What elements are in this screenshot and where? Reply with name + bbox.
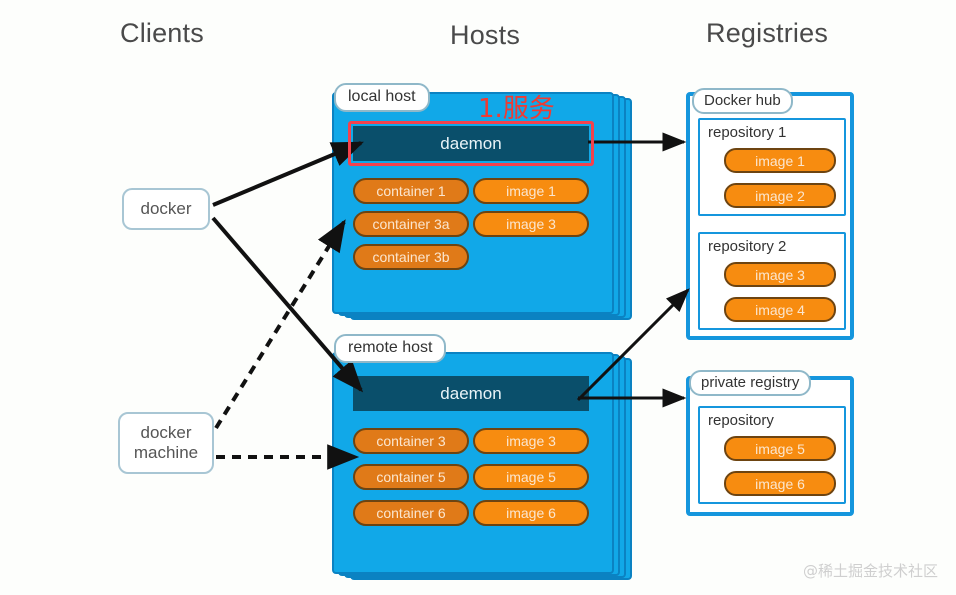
watermark: @稀土掘金技术社区 [802, 562, 938, 580]
column-title-clients: Clients [120, 18, 204, 48]
container-pill[interactable]: container 5 [353, 464, 469, 490]
registry-private-label: private registry [689, 370, 812, 396]
container-pill[interactable]: container 1 [353, 178, 469, 204]
repository-title: repository 2 [708, 238, 787, 255]
client-docker-machine-label-line1: docker [140, 423, 192, 443]
repository-image[interactable]: image 6 [724, 471, 836, 496]
container-pill[interactable]: container 3 [353, 428, 469, 454]
repository-title: repository 1 [708, 124, 787, 141]
repository-box[interactable]: repository image 5 image 6 [698, 406, 846, 504]
image-pill[interactable]: image 3 [473, 211, 589, 237]
host-remote[interactable]: daemon container 3 container 5 container… [332, 352, 632, 580]
container-pill[interactable]: container 3a [353, 211, 469, 237]
repository-image[interactable]: image 2 [724, 183, 836, 208]
image-pill[interactable]: image 5 [473, 464, 589, 490]
repository-title: repository [708, 412, 774, 429]
daemon-highlight-box [348, 121, 594, 166]
image-pill[interactable]: image 1 [473, 178, 589, 204]
annotation-service-note: 1.服务 [478, 94, 555, 124]
repository-image[interactable]: image 4 [724, 297, 836, 322]
column-title-hosts: Hosts [450, 20, 521, 50]
image-pill[interactable]: image 3 [473, 428, 589, 454]
repository-box[interactable]: repository 1 image 1 image 2 [698, 118, 846, 216]
container-pill[interactable]: container 6 [353, 500, 469, 526]
host-remote-label: remote host [334, 334, 447, 363]
host-local-label: local host [334, 83, 430, 112]
container-pill[interactable]: container 3b [353, 244, 469, 270]
host-remote-body: daemon container 3 container 5 container… [332, 352, 614, 574]
daemon-local[interactable]: daemon [353, 126, 589, 161]
repository-image[interactable]: image 1 [724, 148, 836, 173]
registry-private[interactable]: repository image 5 image 6 [686, 376, 854, 516]
image-pill[interactable]: image 6 [473, 500, 589, 526]
column-title-registries: Registries [706, 18, 829, 48]
registry-docker-hub[interactable]: repository 1 image 1 image 2 repository … [686, 92, 854, 340]
client-docker-machine-label-line2: machine [133, 443, 199, 462]
client-docker-machine[interactable]: docker machine [118, 412, 214, 474]
client-docker-label: docker [140, 199, 192, 219]
client-docker[interactable]: docker [122, 188, 210, 230]
repository-image[interactable]: image 3 [724, 262, 836, 287]
repository-image[interactable]: image 5 [724, 436, 836, 461]
arrow-machine-to-local-host [214, 219, 346, 430]
registry-docker-hub-label: Docker hub [692, 88, 793, 114]
repository-box[interactable]: repository 2 image 3 image 4 [698, 232, 846, 330]
daemon-remote[interactable]: daemon [353, 376, 589, 411]
host-local-body: daemon container 1 container 3a containe… [332, 92, 614, 314]
host-local[interactable]: daemon container 1 container 3a containe… [332, 92, 632, 320]
